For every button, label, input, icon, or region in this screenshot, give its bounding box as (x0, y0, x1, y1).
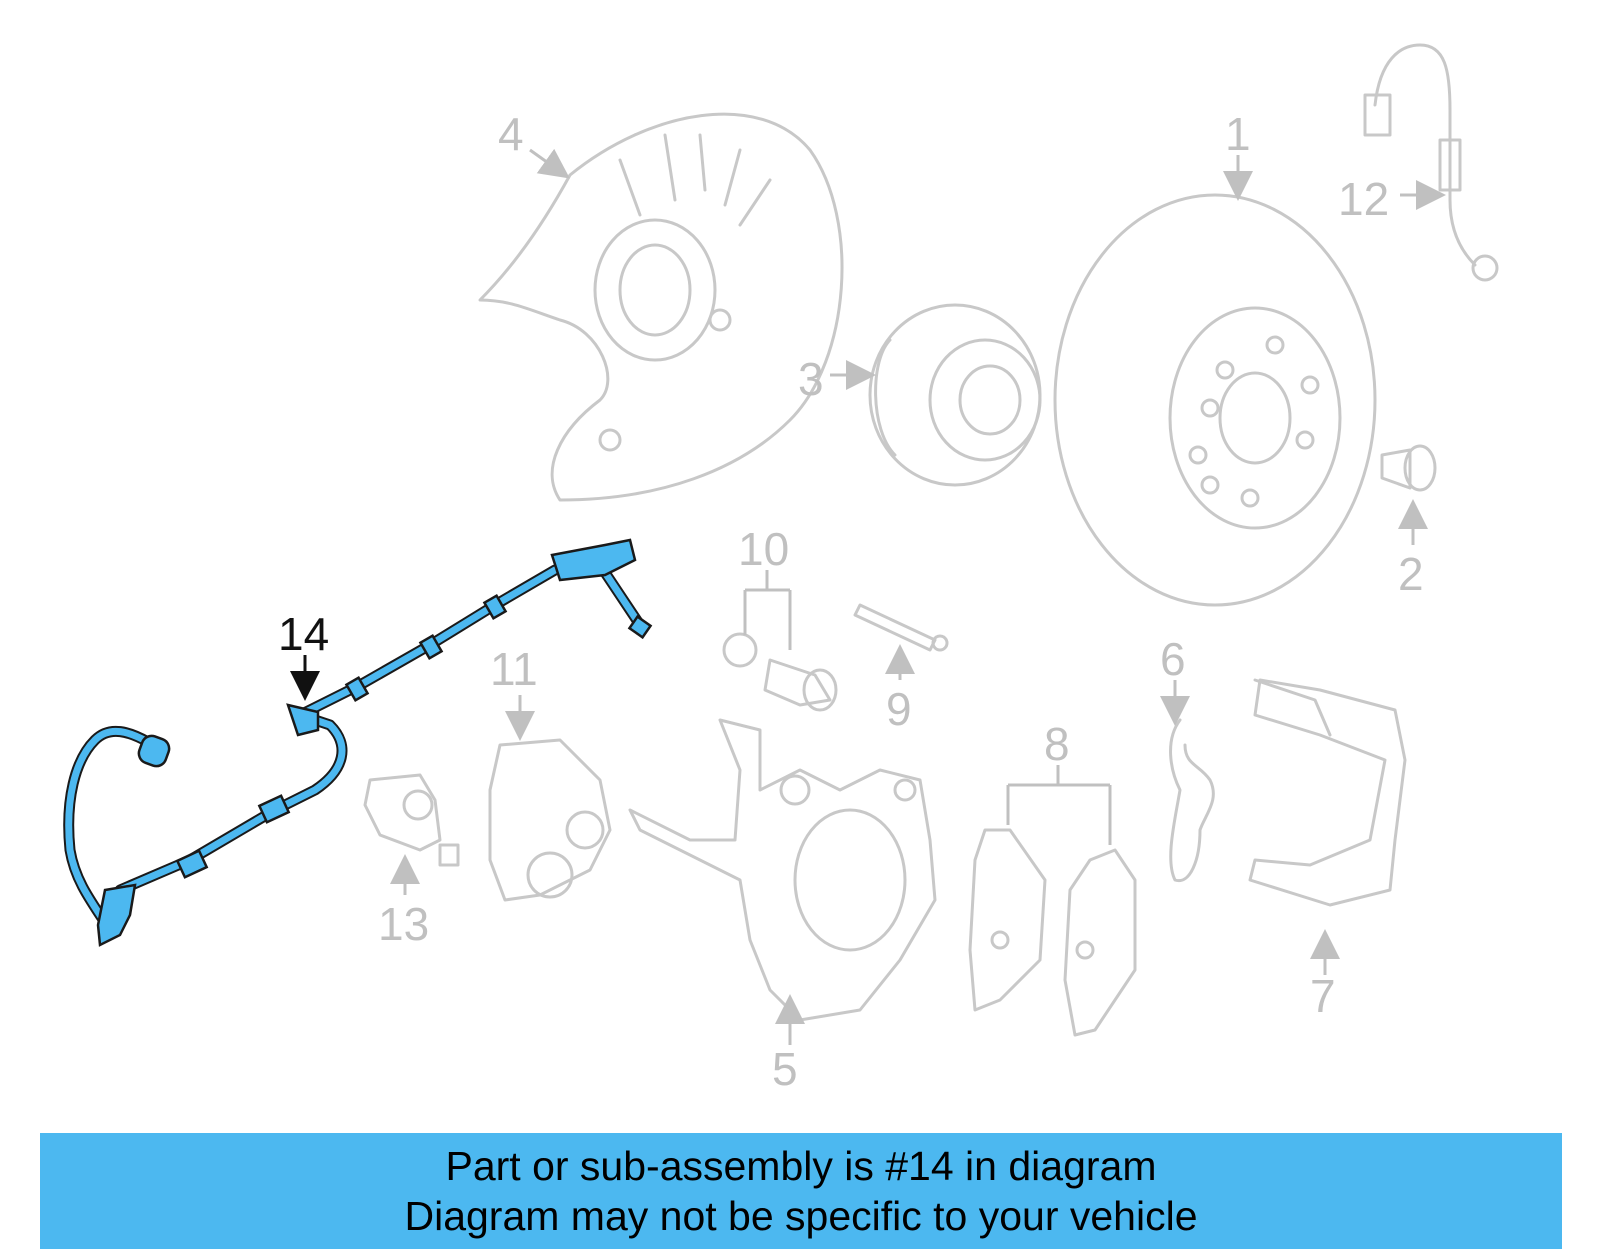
part-13-sensor (363, 773, 460, 867)
part-10-bushings (722, 632, 838, 712)
callout-arrows (290, 148, 1446, 1045)
callout-6: 6 (1160, 633, 1186, 685)
callout-9: 9 (886, 683, 912, 735)
callout-7: 7 (1310, 970, 1336, 1022)
caption-line-2: Diagram may not be specific to your vehi… (404, 1193, 1198, 1239)
part-3-hub-bearing (868, 303, 1042, 487)
callout-5: 5 (772, 1043, 798, 1095)
callout-2: 2 (1398, 548, 1424, 600)
part-6-spring-clip (1169, 718, 1215, 883)
caption-banner: Part or sub-assembly is #14 in diagram D… (40, 1133, 1562, 1249)
part-2-bolt (1380, 444, 1437, 492)
callout-8: 8 (1044, 718, 1070, 770)
part-1-brake-rotor (1053, 193, 1377, 607)
part-12-brake-hose (1363, 43, 1499, 282)
part-7-caliper-bracket (1248, 678, 1407, 907)
callout-4: 4 (498, 108, 524, 160)
part-11-caliper-motor (488, 738, 612, 902)
callout-12: 12 (1338, 173, 1389, 225)
callout-1: 1 (1225, 108, 1251, 160)
callout-11: 11 (490, 643, 538, 695)
part-5-caliper (628, 718, 937, 1022)
callout-10: 10 (738, 523, 789, 575)
part-8-brake-pads (968, 828, 1137, 1037)
part-14-abs-sensor-harness (63, 538, 653, 947)
part-9-guide-pin (853, 603, 949, 652)
callout-3: 3 (798, 353, 824, 405)
callout-13: 13 (378, 898, 429, 950)
caption-line-1: Part or sub-assembly is #14 in diagram (445, 1143, 1157, 1189)
part-4-dust-shield (478, 112, 844, 502)
callout-14: 14 (278, 608, 329, 660)
